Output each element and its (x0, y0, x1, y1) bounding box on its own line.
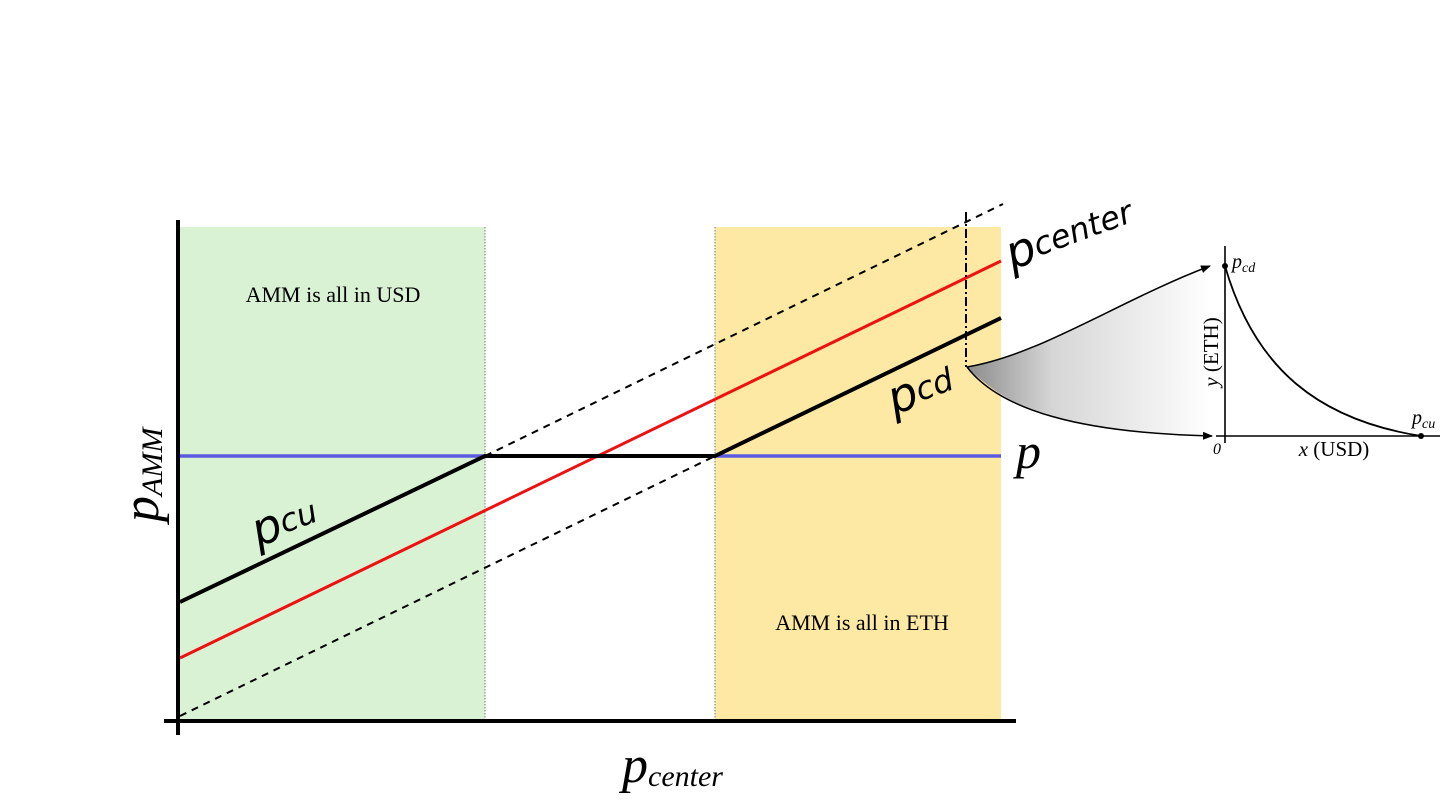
zoom-connector-lower (966, 366, 1213, 440)
inset-y-unit: (ETH) (1199, 317, 1223, 372)
inset-x-var: x (1298, 437, 1309, 461)
inset-point-pcu-label: pcu (1410, 407, 1435, 432)
inset-point-pcu (1418, 433, 1424, 439)
svg-text:pcenter: pcenter (618, 737, 723, 794)
lower-dashed-band (179, 455, 716, 717)
amm-price-line (179, 316, 1002, 604)
inset-x-axis-label: x (USD) (1298, 437, 1370, 461)
eth-region (715, 227, 1001, 721)
upper-dashed-band (484, 203, 1004, 457)
inset-pcu-main: p (1410, 407, 1422, 429)
usd-region (180, 227, 485, 721)
inset-pcd-main: p (1230, 251, 1242, 273)
x-axis-label: pcenter (618, 737, 723, 794)
svg-text:pcenter: pcenter (996, 184, 1141, 281)
inset-y-axis-label: y (ETH) (1199, 317, 1223, 388)
y-axis-label-main: p (113, 496, 170, 526)
inset-point-pcd (1222, 263, 1228, 269)
inset-pcu-sub: cu (1422, 417, 1435, 432)
zoom-wedge (967, 266, 1212, 436)
inset-x-unit: (USD) (1313, 437, 1369, 461)
p-center-label-sub: center (1028, 192, 1139, 264)
y-axis-label-sub: AMM (136, 426, 169, 498)
x-axis-label-sub: center (648, 760, 723, 793)
usd-region-label: AMM is all in USD (246, 282, 421, 307)
inset-bonding-curve (1224, 265, 1422, 437)
inset-y-var: y (1199, 377, 1223, 389)
y-axis-label: pAMM (113, 426, 170, 526)
zoom-connector-upper (966, 265, 1211, 368)
svg-text:pAMM: pAMM (113, 426, 170, 526)
inset-point-pcd-label: pcd (1230, 251, 1256, 276)
center-price-line (179, 259, 1002, 660)
inset-origin-label: 0 (1213, 441, 1221, 458)
p-center-label: pcenter (996, 184, 1141, 281)
eth-region-label: AMM is all in ETH (775, 610, 949, 635)
p-market-label: p (1013, 423, 1041, 479)
inset-chart: pcd pcu 0 x (USD) y (ETH) (1199, 246, 1440, 461)
svg-text:y (ETH): y (ETH) (1199, 317, 1223, 388)
x-axis-label-main: p (618, 737, 648, 794)
inset-pcd-sub: cd (1242, 261, 1256, 276)
